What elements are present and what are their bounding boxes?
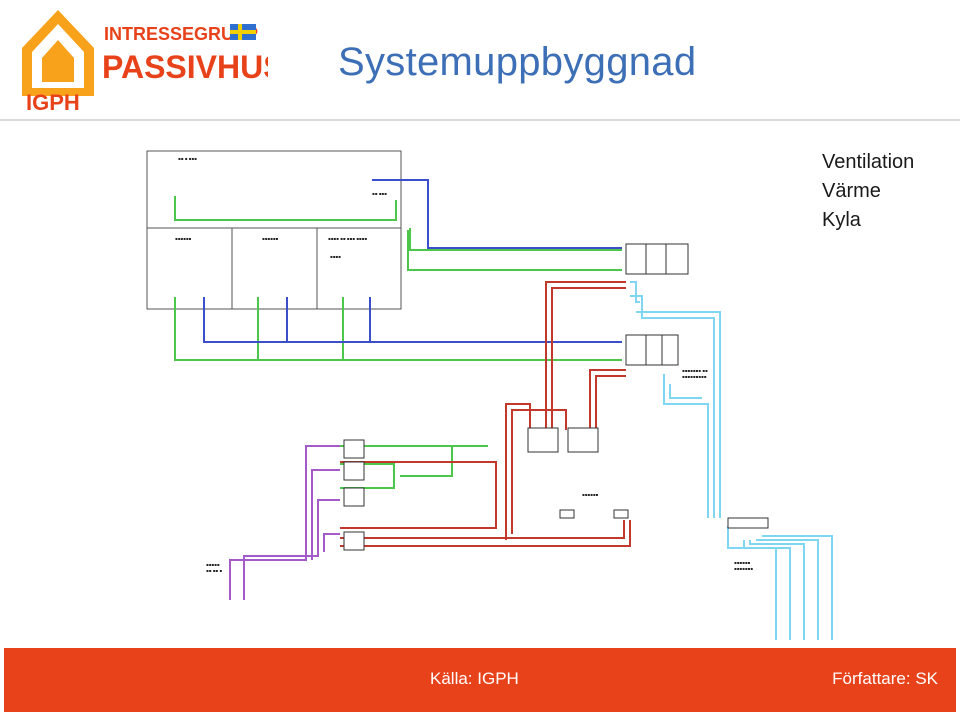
svg-text:▪▪▪▪: ▪▪▪▪ xyxy=(330,254,341,259)
svg-text:▪▪ ▪▪▪: ▪▪ ▪▪▪ xyxy=(372,191,387,196)
svg-text:▪▪▪▪ ▪▪ ▪▪▪ ▪▪▪▪: ▪▪▪▪ ▪▪ ▪▪▪ ▪▪▪▪ xyxy=(328,236,367,241)
header: IGPH INTRESSEGRUPP PASSIVHUS Systemuppby… xyxy=(0,0,960,121)
topic-kyla: Kyla xyxy=(822,209,861,231)
topic-list: Ventilation Värme Kyla xyxy=(822,148,914,235)
footer-author: Författare: SK xyxy=(832,669,938,688)
svg-text:▪▪▪▪▪▪▪: ▪▪▪▪▪▪▪ xyxy=(734,566,753,571)
header-divider xyxy=(0,119,960,121)
heating-red-lines xyxy=(340,281,631,547)
footer-source: Källa: IGPH xyxy=(430,669,519,688)
room-outline xyxy=(146,150,402,310)
igph-logo: IGPH INTRESSEGRUPP PASSIVHUS xyxy=(22,10,268,114)
topic-ventilation: Ventilation xyxy=(822,151,915,173)
cooling-cyan-lines xyxy=(630,281,833,640)
house-icon xyxy=(22,10,94,96)
svg-text:▪▪▪▪▪▪▪▪▪: ▪▪▪▪▪▪▪▪▪ xyxy=(682,374,707,379)
svg-text:▪▪ ▪▪ ▪: ▪▪ ▪▪ ▪ xyxy=(206,568,222,573)
svg-text:▪▪▪▪▪▪▪ ▪▪: ▪▪▪▪▪▪▪ ▪▪ xyxy=(682,368,708,373)
swedish-flag-icon xyxy=(230,24,256,40)
supply-blue-lines xyxy=(203,179,622,343)
room-labels: ▪▪ ▪ ▪▪▪ ▪▪▪▪▪▪ ▪▪▪▪▪▪ ▪▪▪▪ ▪▪ ▪▪▪ ▪▪▪▪ … xyxy=(175,156,387,259)
svg-text:▪▪▪▪▪▪: ▪▪▪▪▪▪ xyxy=(262,236,279,241)
page-title: Systemuppbyggnad xyxy=(338,40,697,84)
logo-line2: PASSIVHUS xyxy=(102,49,268,85)
air-handling-units xyxy=(625,243,689,366)
purple-lines xyxy=(229,445,340,600)
heat-exchangers xyxy=(343,427,629,551)
svg-text:▪▪▪▪▪▪: ▪▪▪▪▪▪ xyxy=(582,492,599,497)
logo-abbr: IGPH xyxy=(26,90,80,114)
footer-bar xyxy=(4,648,956,712)
ventilation-green-lines xyxy=(174,196,622,489)
svg-text:▪▪▪▪▪▪: ▪▪▪▪▪▪ xyxy=(734,560,751,565)
svg-text:▪▪▪▪▪▪: ▪▪▪▪▪▪ xyxy=(175,236,192,241)
ground-collector xyxy=(727,517,769,529)
system-schematic: ▪▪ ▪ ▪▪▪ ▪▪▪▪▪▪ ▪▪▪▪▪▪ ▪▪▪▪ ▪▪ ▪▪▪ ▪▪▪▪ … xyxy=(146,150,833,640)
logo-line1: INTRESSEGRUPP xyxy=(104,24,258,44)
svg-text:▪▪ ▪ ▪▪▪: ▪▪ ▪ ▪▪▪ xyxy=(178,156,197,161)
svg-text:▪▪▪▪▪: ▪▪▪▪▪ xyxy=(206,562,220,567)
schematic-labels: ▪▪▪▪▪▪▪ ▪▪ ▪▪▪▪▪▪▪▪▪ ▪▪▪▪▪▪ ▪▪▪▪▪ ▪▪ ▪▪ … xyxy=(206,368,753,573)
topic-varme: Värme xyxy=(822,180,881,202)
